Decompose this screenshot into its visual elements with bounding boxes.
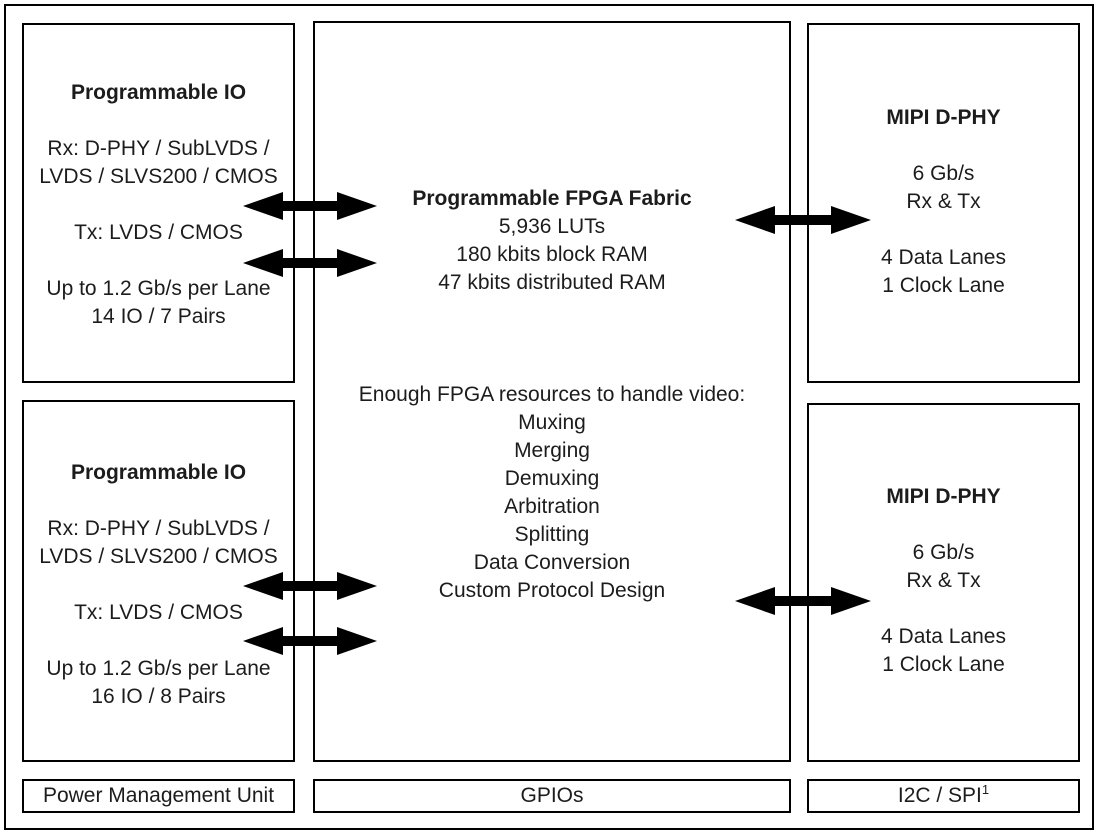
bidirectional-arrow-right-bottom (735, 583, 871, 619)
block-ram-line: 180 kbits block RAM (456, 243, 648, 266)
io-pairs-line: 16 IO / 8 Pairs (91, 685, 226, 708)
i2c-spi-label-text: I2C / SPI (897, 784, 982, 807)
capability-splitting: Splitting (514, 523, 590, 546)
tx-protocols-line: Tx: LVDS / CMOS (74, 221, 243, 244)
clock-lane-line: 1 Clock Lane (882, 274, 1005, 297)
capability-custom-protocol: Custom Protocol Design (438, 579, 666, 602)
spacer (24, 107, 293, 135)
lane-speed-line: Up to 1.2 Gb/s per Lane (46, 277, 271, 300)
gpios-box: GPIOs (313, 779, 791, 813)
i2c-spi-box: I2C / SPI1 (807, 779, 1080, 813)
mipi-dphy-box-top: MIPI D-PHY 6 Gb/s Rx & Tx 4 Data Lanes 1… (807, 23, 1080, 383)
dphy-speed-line: 6 Gb/s (912, 162, 975, 185)
clock-lane-line: 1 Clock Lane (882, 653, 1005, 676)
rx-protocols-line-2: LVDS / SLVS200 / CMOS (39, 165, 278, 188)
programmable-io-title: Programmable IO (70, 81, 247, 104)
data-lanes-line: 4 Data Lanes (881, 625, 1006, 648)
programmable-io-box-top: Programmable IO Rx: D-PHY / SubLVDS / LV… (22, 23, 295, 383)
capability-data-conversion: Data Conversion (473, 551, 631, 574)
fpga-fabric-box: Programmable FPGA Fabric 5,936 LUTs 180 … (313, 21, 791, 762)
i2c-spi-footnote-superscript: 1 (981, 782, 990, 797)
rx-protocols-line-1: Rx: D-PHY / SubLVDS / (47, 137, 270, 160)
power-management-unit-box: Power Management Unit (22, 779, 295, 813)
mipi-dphy-title: MIPI D-PHY (886, 106, 1001, 129)
video-resources-heading: Enough FPGA resources to handle video: (358, 383, 746, 406)
spacer (809, 511, 1078, 539)
capability-merging: Merging (514, 439, 590, 462)
bidirectional-arrow-left-bottom-1 (243, 568, 377, 604)
data-lanes-line: 4 Data Lanes (881, 246, 1006, 269)
capability-muxing: Muxing (518, 411, 586, 434)
bidirectional-arrow-left-bottom-2 (243, 623, 377, 659)
fpga-fabric-title: Programmable FPGA Fabric (412, 187, 692, 210)
bidirectional-arrow-right-top (735, 202, 871, 238)
programmable-io-box-bottom: Programmable IO Rx: D-PHY / SubLVDS / LV… (22, 400, 295, 762)
bidirectional-arrow-left-top-2 (243, 245, 377, 281)
mipi-dphy-title: MIPI D-PHY (886, 485, 1001, 508)
diagram-outer-border (4, 4, 1094, 830)
io-pairs-line: 14 IO / 7 Pairs (91, 305, 226, 328)
luts-line: 5,936 LUTs (498, 215, 606, 238)
programmable-io-title: Programmable IO (70, 461, 247, 484)
capability-arbitration: Arbitration (504, 495, 600, 518)
lane-speed-line: Up to 1.2 Gb/s per Lane (46, 657, 271, 680)
dphy-speed-line: 6 Gb/s (912, 541, 975, 564)
power-management-unit-label: Power Management Unit (42, 784, 275, 807)
rx-protocols-line-1: Rx: D-PHY / SubLVDS / (47, 517, 270, 540)
spacer (809, 132, 1078, 160)
gpios-label: GPIOs (520, 784, 584, 807)
spacer (315, 297, 789, 381)
rx-protocols-line-2: LVDS / SLVS200 / CMOS (39, 545, 278, 568)
distributed-ram-line: 47 kbits distributed RAM (438, 271, 666, 294)
mipi-dphy-box-bottom: MIPI D-PHY 6 Gb/s Rx & Tx 4 Data Lanes 1… (807, 403, 1080, 762)
bidirectional-arrow-left-top-1 (243, 188, 377, 224)
i2c-spi-label: I2C / SPI1 (897, 782, 990, 808)
capability-demuxing: Demuxing (504, 467, 600, 490)
tx-protocols-line: Tx: LVDS / CMOS (74, 601, 243, 624)
dphy-direction-line: Rx & Tx (906, 569, 981, 592)
dphy-direction-line: Rx & Tx (906, 190, 981, 213)
spacer (24, 487, 293, 515)
